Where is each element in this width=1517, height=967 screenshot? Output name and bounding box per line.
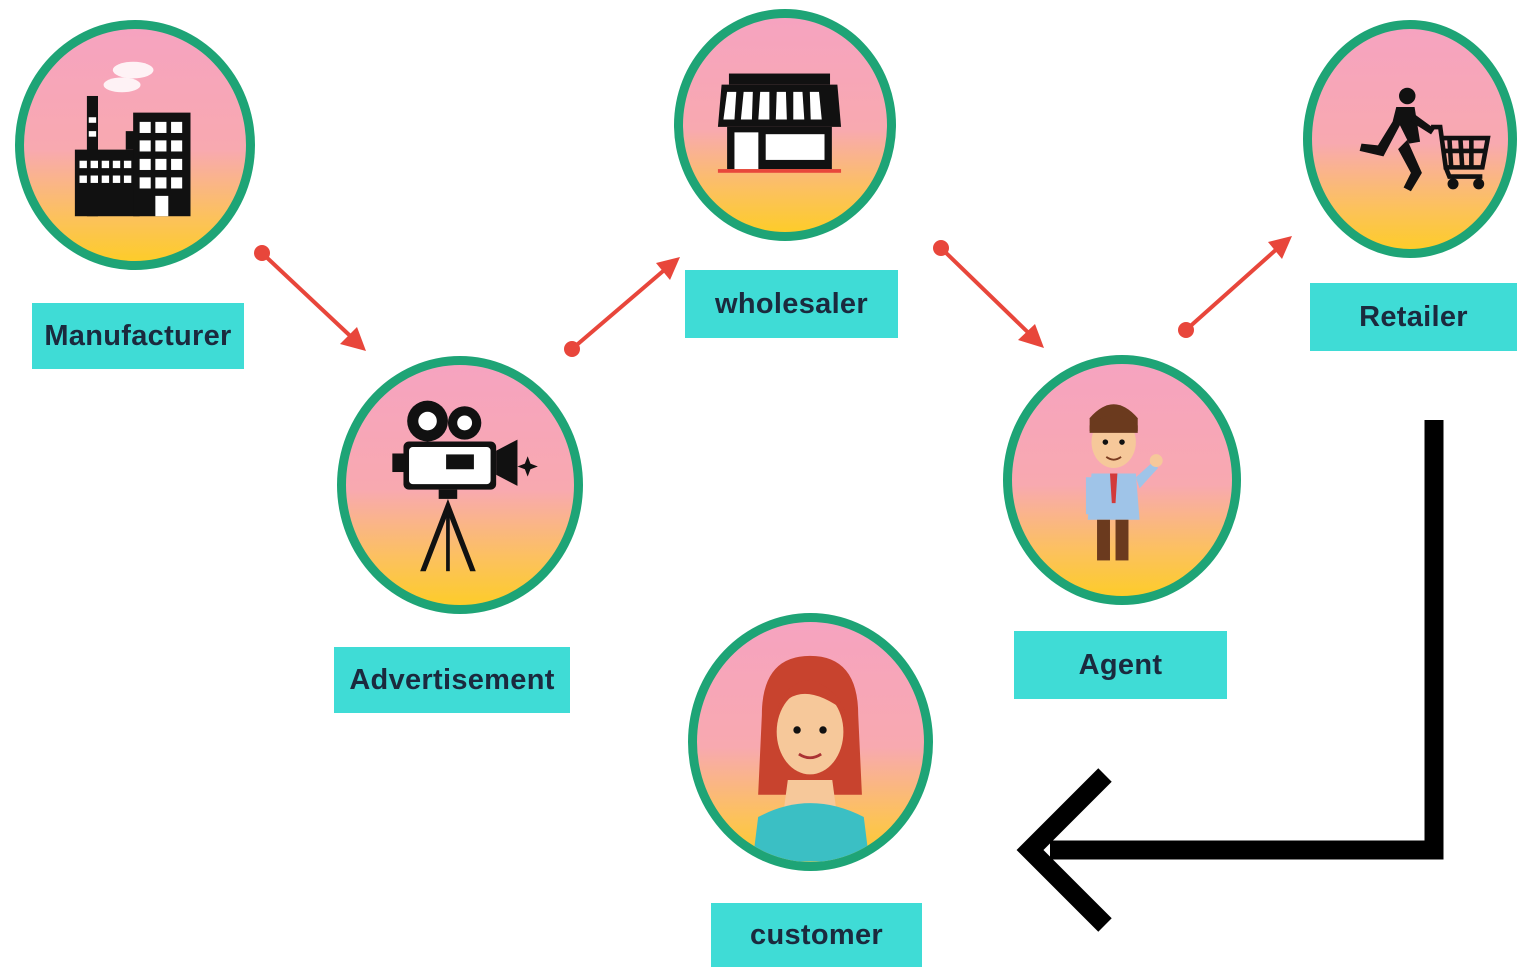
video-camera-icon [392,400,538,572]
customer-woman-icon [752,655,870,862]
retailer-label: Retailer [1310,283,1517,351]
manufacturer-label: Manufacturer [32,303,244,369]
storefront-icon [717,73,842,173]
arrow-manufacturer-to-advertisement [254,245,366,351]
retailer-node [1303,20,1517,258]
customer-node [688,613,933,871]
agent-man-icon [1085,404,1163,561]
wholesaler-label: wholesaler [685,270,898,338]
shopper-cart-icon [1359,87,1491,192]
agent-label: Agent [1014,631,1227,699]
arrow-advertisement-to-wholesaler [564,257,680,357]
wholesaler-node [674,9,896,241]
arrow-wholesaler-to-agent [933,240,1044,348]
agent-node [1003,355,1241,605]
advertisement-node [337,356,583,614]
manufacturer-node [15,20,255,270]
advertisement-label: Advertisement [334,647,570,713]
customer-label: customer [711,903,922,967]
arrow-agent-to-retailer [1178,236,1292,338]
factory-icon [74,61,191,217]
arrow-retailer-to-customer [1016,420,1444,932]
